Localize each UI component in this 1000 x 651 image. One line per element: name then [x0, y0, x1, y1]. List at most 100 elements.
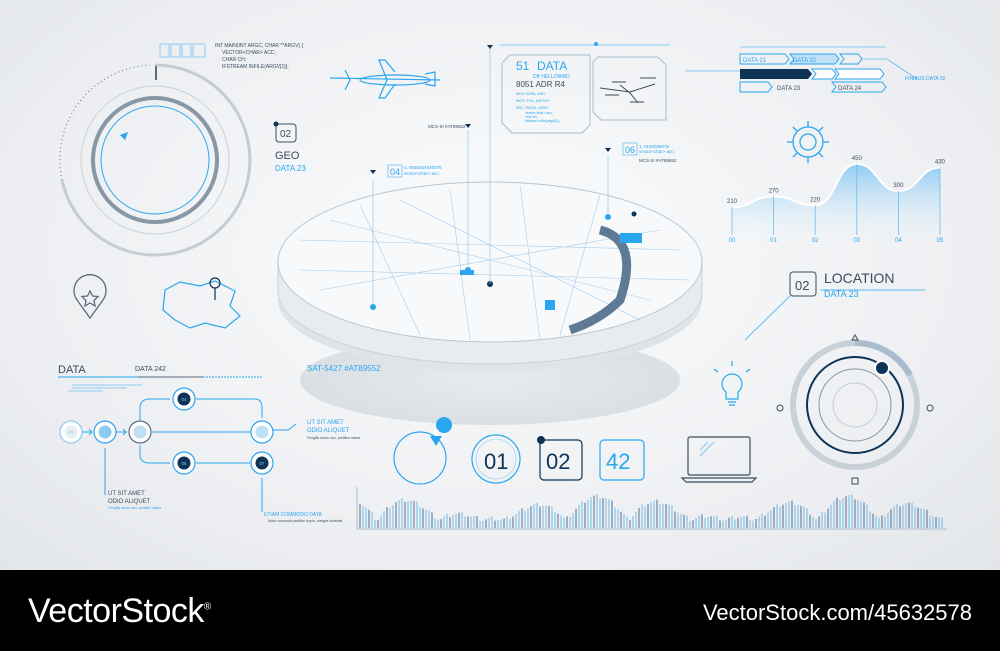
- flow-node-core: [255, 456, 269, 470]
- tick-label: 04: [895, 238, 902, 244]
- node-label: 01: [68, 430, 74, 435]
- location-number: 02: [795, 278, 809, 293]
- laptop-icon: [680, 436, 758, 483]
- bar-callout: FINIBUS DATA 02: [905, 76, 946, 82]
- flow-subtitle: DATA 242: [135, 366, 166, 373]
- panel-line: MOV TH1, #0FDH: [516, 98, 549, 103]
- counter-value: 01: [484, 449, 508, 474]
- quadcopter-icon: [599, 77, 656, 104]
- light-bulb-icon: [713, 361, 751, 406]
- map-platform: [277, 45, 703, 425]
- code-line: VECTOR<CHAR> ACC;: [222, 50, 276, 56]
- flow-node-core: [255, 425, 269, 439]
- note-title: ETIAM COMMODO DATA: [264, 512, 323, 518]
- image-url: VectorStock.com/45632578: [702, 600, 972, 625]
- drone-plane-icon: [329, 59, 441, 99]
- tag-mcs: MCS-SI #AT89552: [428, 124, 466, 129]
- note-title: UT SIT AMET: [108, 491, 145, 497]
- data-label: 300: [893, 183, 904, 189]
- hud-infographic: INT MAIN(INT ARGC, CHAR **ARGV) { VECTOR…: [0, 0, 1000, 570]
- tag-line: vector<char> acc;: [639, 149, 675, 154]
- data-label: 430: [935, 160, 946, 166]
- flow-node-core: [64, 425, 78, 439]
- pin-circle: [393, 417, 452, 485]
- panel-subtitle: DB HELLOWRD: [533, 74, 570, 80]
- code-line: CHAR CH;: [222, 57, 246, 63]
- note-text: Fringilla dunm non, porttitor metus.: [108, 506, 162, 510]
- node-label: 06: [181, 461, 187, 466]
- data-label: 220: [810, 197, 821, 203]
- counter-value: 02: [546, 449, 570, 474]
- location-pin-icon: [430, 417, 452, 446]
- tag-number: 06: [625, 145, 635, 155]
- geo-subtitle: DATA 23: [275, 164, 306, 173]
- map-region-icon: [162, 277, 241, 329]
- tag-line: 1. 0100038075: [639, 144, 670, 149]
- brand-logo: VectorStock®: [28, 592, 211, 630]
- location-label: 02 LOCATION DATA 23: [744, 270, 925, 341]
- ring-gauge: [59, 63, 252, 257]
- node-label: 02: [102, 430, 108, 435]
- panel-small: ifstream infile(argv[1]);: [525, 119, 560, 123]
- panel-small: char ch;: [525, 115, 537, 119]
- node-label: 07: [259, 461, 265, 466]
- location-title: LOCATION: [824, 270, 895, 286]
- chart-area: [732, 164, 940, 235]
- tag-line: vector<char> acc;: [404, 171, 440, 176]
- flow-title: DATA: [58, 364, 86, 376]
- pointer-icon: [120, 132, 128, 140]
- tag-line: MCS-SI #AT89552: [639, 158, 677, 163]
- data-label: 210: [727, 199, 738, 205]
- hud-canvas: INT MAIN(INT ARGC, CHAR **ARGV) { VECTOR…: [58, 42, 947, 530]
- code-block: INT MAIN(INT ARGC, CHAR **ARGV) { VECTOR…: [159, 43, 303, 70]
- note-title: ODIO ALIQUET: [108, 499, 151, 505]
- location-subtitle: DATA 23: [824, 289, 859, 299]
- bar-label: DATA 22: [793, 58, 817, 64]
- river: [568, 225, 632, 335]
- tag-line: 0. 0058454645075: [404, 165, 442, 170]
- panel-line: BSL TMOD, #20H: [516, 105, 548, 110]
- panel-line: MOV 5006, #0H: [516, 91, 545, 96]
- panel-number: 51: [516, 59, 530, 73]
- counters: 01 02 42: [471, 434, 645, 484]
- tick-label: 05: [937, 238, 944, 244]
- map-pin-star-icon: [73, 274, 107, 320]
- tick-label: 00: [729, 238, 736, 244]
- waveform: [356, 487, 947, 530]
- data-panel: 51 DATA DB HELLOWRD 8051 ADR R4 MOV 5006…: [500, 42, 670, 134]
- tag-number: 04: [390, 167, 400, 177]
- note-title: UT SIT AMET: [307, 420, 344, 426]
- dial-gauge: [776, 334, 934, 485]
- panel-code: 8051 ADR R4: [516, 80, 565, 89]
- code-line: INT MAIN(INT ARGC, CHAR **ARGV) {: [215, 43, 303, 49]
- bar-label: DATA 21: [743, 58, 767, 64]
- geo-label: 02 GEO DATA 23: [273, 121, 306, 173]
- gear-icon: [787, 121, 829, 163]
- data-bars: DATA 21 DATA 22 DATA 23 DATA 24 FINIBUS …: [685, 46, 946, 93]
- panel-title: DATA: [537, 59, 567, 73]
- panel-small: vector<char> acc;: [525, 111, 553, 115]
- flow-node-core: [177, 456, 191, 470]
- sat-label: SAT-5427 #AT89552: [307, 364, 381, 373]
- map-tags: MCS-SI #AT89552 04 0. 0058454645075 vect…: [307, 124, 677, 373]
- tick-label: 02: [812, 238, 819, 244]
- bar-label: DATA 23: [777, 86, 801, 92]
- bar-label: DATA 24: [838, 86, 862, 92]
- tick-label: 03: [853, 238, 860, 244]
- geo-title: GEO: [275, 150, 300, 162]
- code-line: IFSTREAM INFILE(ARGV[1]);: [222, 64, 289, 70]
- note-title: ODIO ALIQUET: [307, 428, 350, 434]
- counter-value: 42: [606, 449, 630, 474]
- flow-node-core: [98, 425, 112, 439]
- data-label: 450: [852, 156, 863, 162]
- node-label: 04: [181, 397, 187, 402]
- flow-node-core: [177, 392, 191, 406]
- geo-number: 02: [280, 129, 292, 140]
- note-text: Nunc commodo porttitor turpis, congue mo…: [268, 519, 342, 523]
- data-label: 270: [769, 188, 780, 194]
- flow-diagram: DATA DATA 242 01 02 04 06 07 UT SIT AMET ODI…: [58, 364, 361, 523]
- area-chart: 210 00 270 01 220 02 450 03 300 04 430 05: [727, 156, 946, 244]
- note-text: Fringilla dunm non, porttitor metus.: [307, 436, 361, 440]
- tick-label: 01: [770, 238, 777, 244]
- footer-bar: VectorStock® VectorStock.com/45632578: [0, 570, 1000, 651]
